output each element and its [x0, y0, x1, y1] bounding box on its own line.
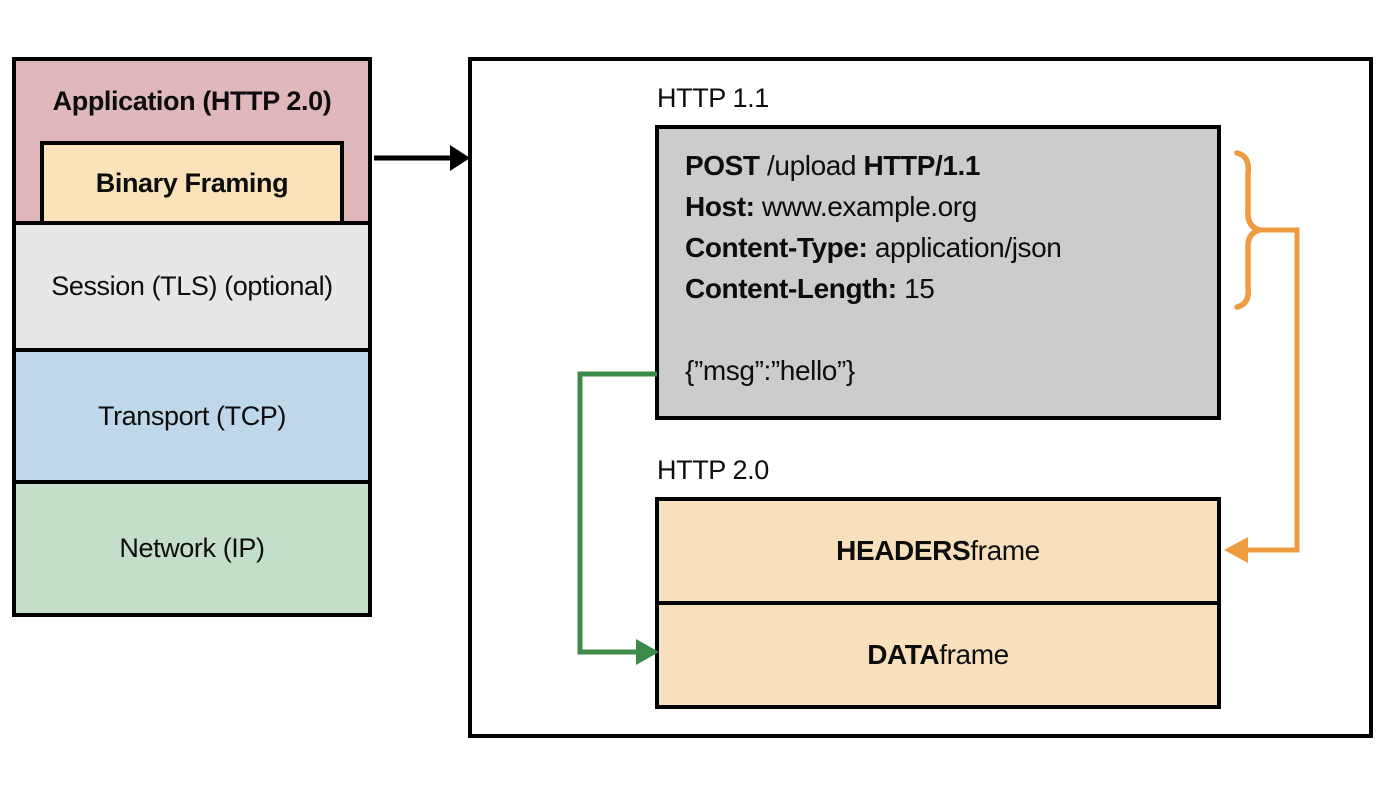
request-line-content-type: Content-Type: application/json — [685, 227, 1207, 268]
data-frame-name: DATA — [867, 639, 940, 670]
request-blank-line — [685, 309, 1207, 350]
http11-section-label: HTTP 1.1 — [657, 83, 769, 113]
session-layer-label: Session (TLS) (optional) — [51, 271, 333, 301]
transport-layer-label: Transport (TCP) — [97, 400, 287, 431]
http11-request-box: POST /upload HTTP/1.1 Host: www.example.… — [655, 125, 1221, 420]
host-header-value: www.example.org — [754, 191, 977, 222]
request-method: POST — [685, 150, 760, 181]
application-layer-label: Application (HTTP 2.0) — [52, 86, 332, 116]
headers-frame: HEADERS frame — [659, 501, 1217, 601]
network-layer-label: Network (IP) — [119, 533, 265, 563]
stack-layer-application: Application (HTTP 2.0) Binary Framing — [12, 57, 372, 225]
http20-section-label: HTTP 2.0 — [657, 455, 769, 485]
content-length-header-name: Content-Length: — [685, 273, 897, 304]
headers-frame-name: HEADERS — [836, 535, 971, 566]
request-line-host: Host: www.example.org — [685, 186, 1207, 227]
data-frame: DATA frame — [659, 601, 1217, 705]
host-header-name: Host: — [685, 191, 755, 222]
http20-frames-box: HEADERS frame DATA frame — [655, 497, 1221, 709]
headers-frame-suffix: frame — [970, 535, 1040, 566]
stack-to-panel-arrow — [374, 145, 470, 171]
content-type-header-value: application/json — [867, 232, 1062, 263]
request-path: /upload — [759, 150, 864, 181]
content-length-header-value: 15 — [896, 273, 935, 304]
request-version: HTTP/1.1 — [863, 150, 981, 181]
binary-framing-label: Binary Framing — [95, 167, 289, 198]
data-frame-suffix: frame — [939, 639, 1009, 670]
request-line-start: POST /upload HTTP/1.1 — [685, 145, 1207, 186]
binary-framing-box: Binary Framing — [40, 141, 344, 225]
stack-layer-session: Session (TLS) (optional) — [12, 221, 372, 352]
request-line-content-length: Content-Length: 15 — [685, 268, 1207, 309]
content-type-header-name: Content-Type: — [685, 232, 868, 263]
request-body: {”msg”:”hello”} — [685, 355, 855, 386]
stack-layer-transport: Transport (TCP) — [12, 348, 372, 484]
stack-layer-network: Network (IP) — [12, 480, 372, 617]
